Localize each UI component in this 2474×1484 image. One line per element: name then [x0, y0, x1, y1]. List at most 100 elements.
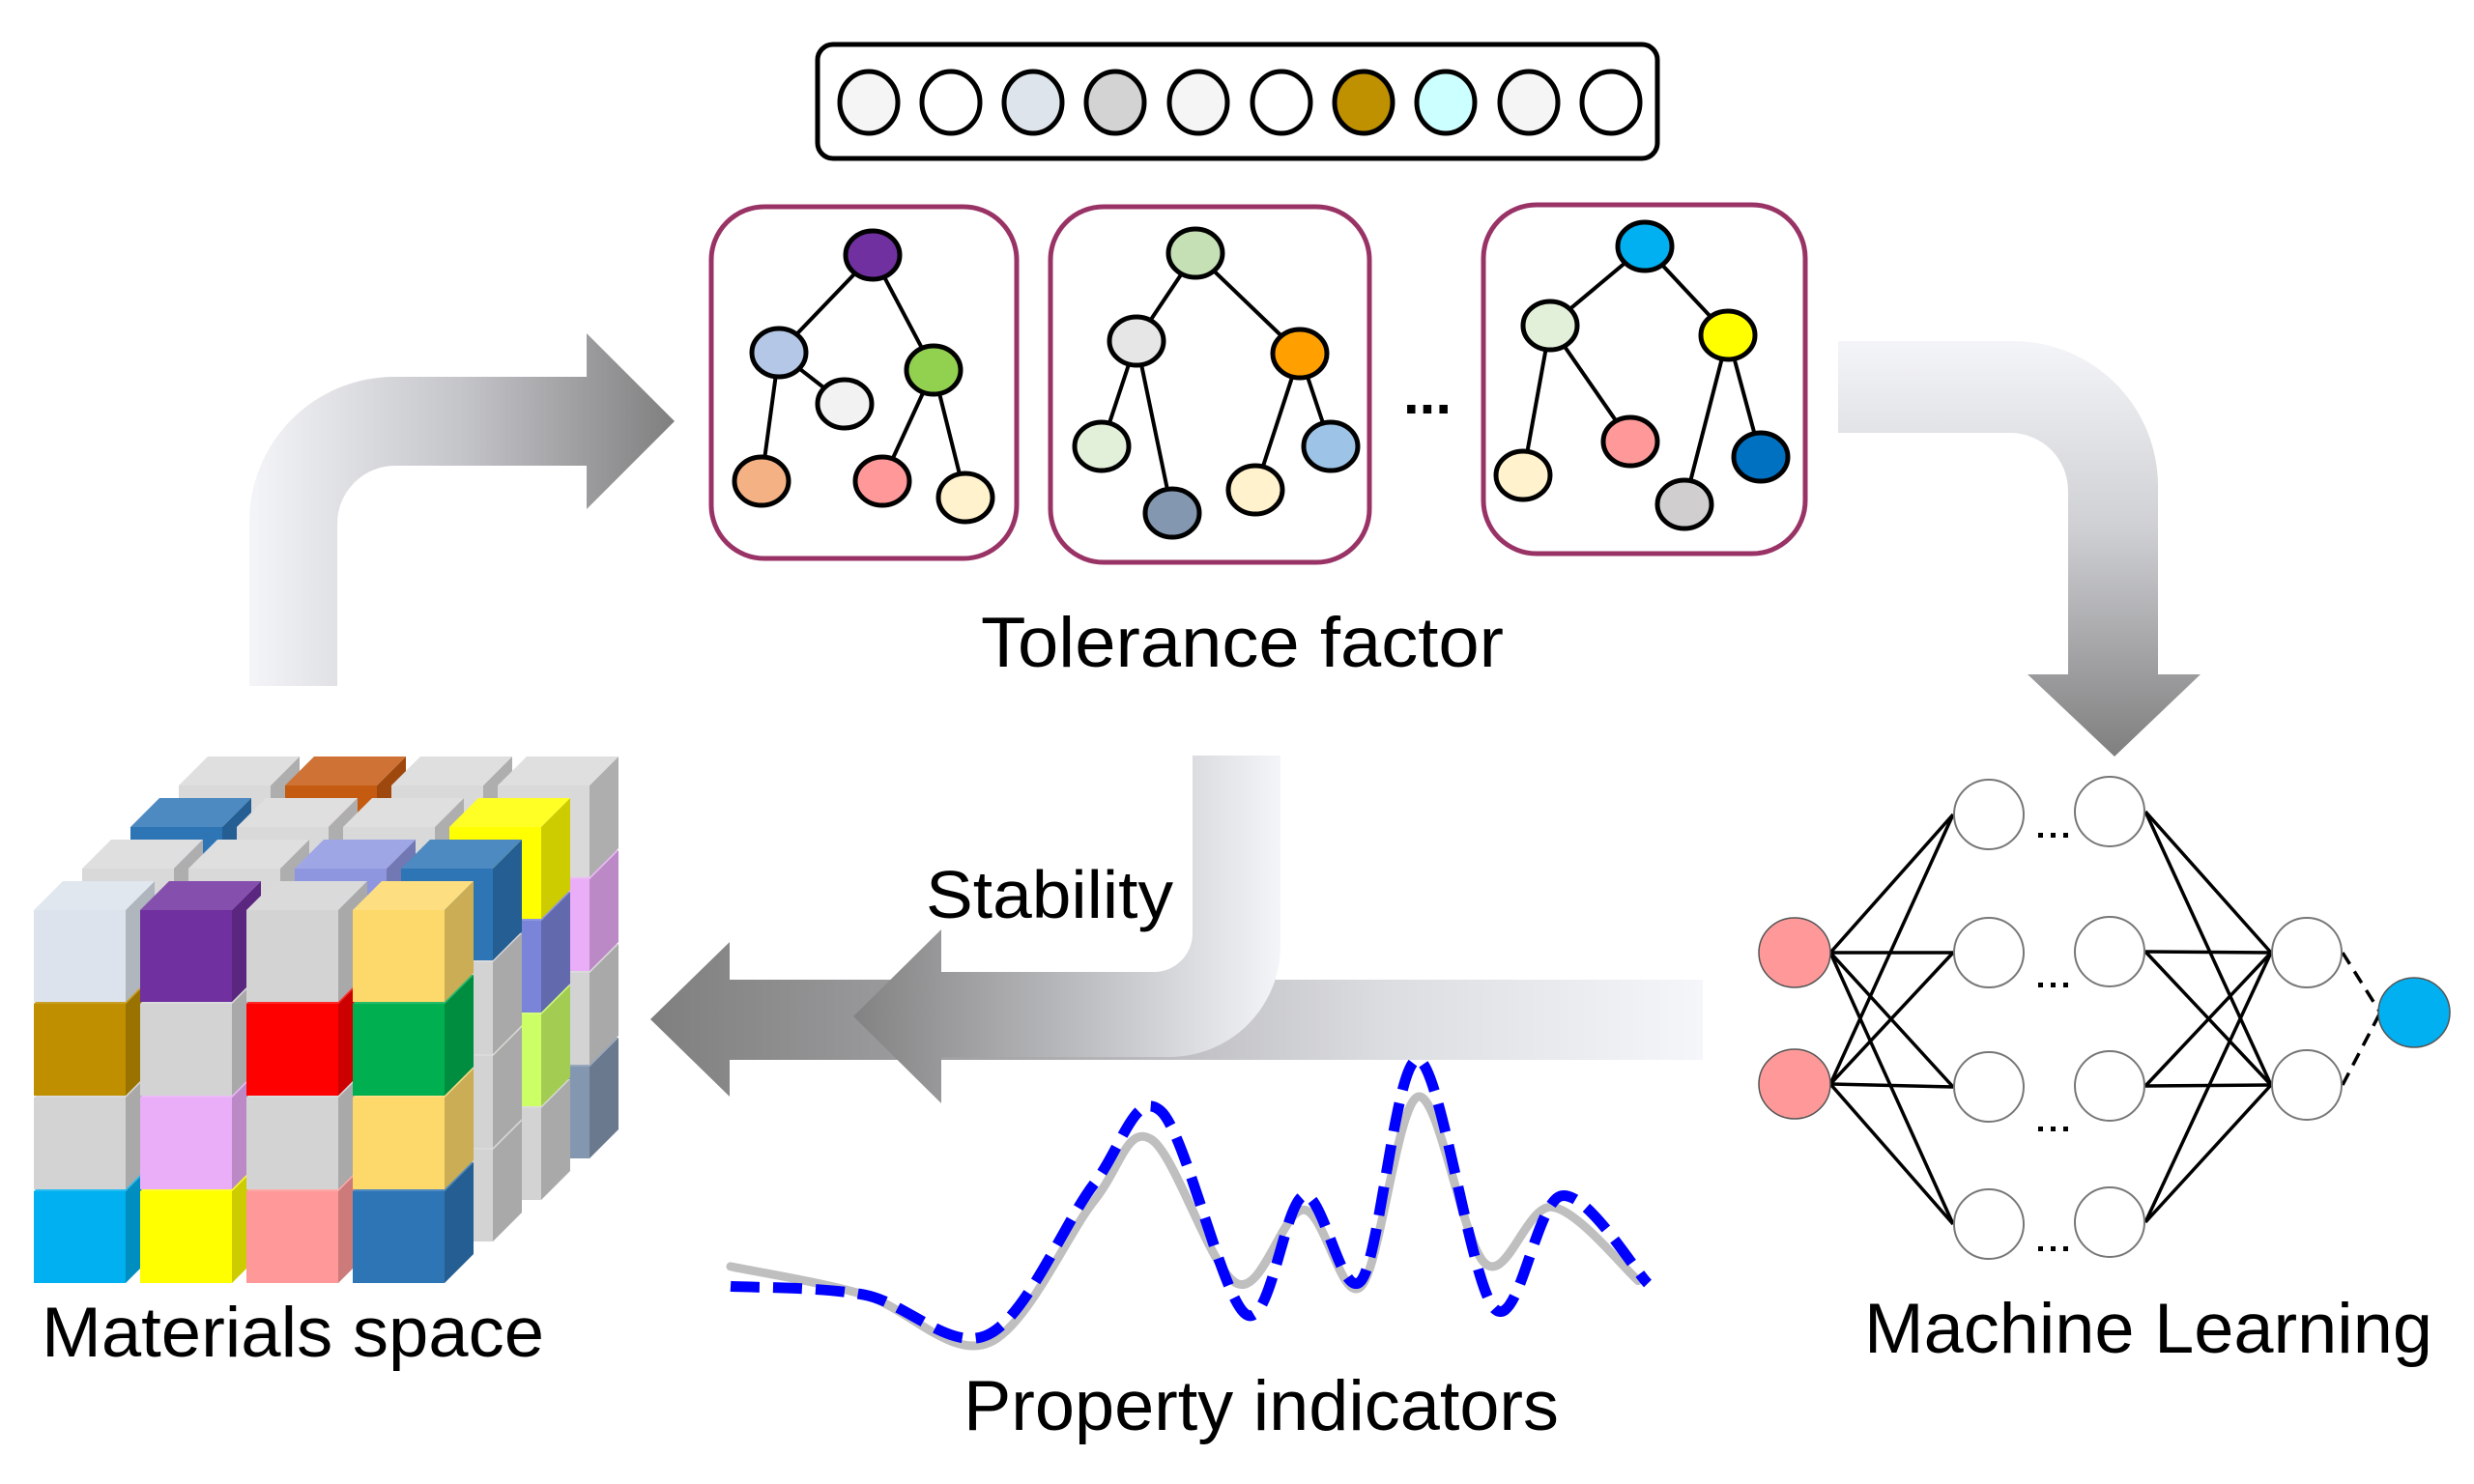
tree-node: [1698, 308, 1758, 362]
nn-ellipsis-dot: [2051, 983, 2056, 987]
cube-top-face: [246, 881, 367, 910]
nn-hidden-node: [2074, 916, 2145, 987]
tree-node: [1225, 463, 1285, 517]
arrow-to-tolerance-factor: [249, 333, 675, 686]
materials-space-cube: [34, 756, 618, 1283]
nn-connection: [2143, 951, 2273, 1088]
nn-ellipsis-dot: [2063, 833, 2068, 838]
tree-node: [749, 326, 809, 380]
feature-cell: [1579, 69, 1643, 136]
nn-ellipsis-dot: [2063, 1127, 2068, 1131]
tree-node: [1654, 477, 1714, 531]
nn-hidden-node: [2074, 776, 2145, 847]
cube-top-face: [130, 798, 251, 827]
nn-output-connection: [2341, 952, 2382, 1013]
nn-hidden-node: [2271, 1049, 2343, 1121]
tree-panel-1: [708, 204, 1020, 561]
cube-side-face: [493, 933, 522, 1054]
tree-node: [852, 454, 912, 508]
cube-front-face: [353, 1191, 445, 1283]
cube-side-face: [493, 1121, 522, 1241]
nn-connection: [2143, 811, 2273, 1086]
feature-cell: [1414, 69, 1478, 136]
cube-front-face: [140, 1004, 232, 1096]
nn-output-node: [2377, 977, 2451, 1048]
tree-node: [1107, 314, 1166, 368]
nn-connection: [1829, 1082, 1954, 1089]
materials-space-label: Materials space: [42, 1294, 544, 1372]
nn-ellipsis-dot: [2051, 833, 2056, 838]
nn-connection: [1828, 952, 1955, 1225]
cube-front-face: [34, 1191, 126, 1283]
feature-cell: [919, 69, 983, 136]
tree-box-2: [1048, 204, 1372, 565]
feature-cell: [1332, 69, 1395, 136]
tree-ellipsis: ...: [1403, 361, 1452, 426]
nn-output-connection: [2341, 1012, 2382, 1086]
nn-ellipsis-dot: [2051, 1127, 2056, 1131]
cube-front-face: [246, 1191, 338, 1283]
nn-connection: [1828, 1082, 1955, 1226]
cube-front-face: [353, 1098, 445, 1189]
tree-node: [1493, 448, 1553, 502]
cube-side-face: [541, 892, 570, 1013]
tree-node: [904, 343, 964, 397]
cube-top-face: [353, 881, 474, 910]
predicted-curve: [730, 1054, 1653, 1344]
feature-cell: [1497, 69, 1561, 136]
nn-ellipsis-dot: [2038, 983, 2043, 987]
feature-cell: [837, 69, 901, 136]
cube-side-face: [493, 1027, 522, 1148]
cube-front-face: [34, 1098, 126, 1189]
cube-top-face: [179, 756, 300, 785]
nn-ellipsis-dot: [2038, 833, 2043, 838]
arrow-stability: [853, 756, 1280, 1103]
material-cube: [353, 881, 474, 1002]
nn-input-node: [1758, 917, 1831, 988]
tree-edge: [1683, 334, 1730, 505]
nn-connection: [2143, 1083, 2273, 1224]
tree-node: [1072, 419, 1132, 473]
tree-node: [1165, 226, 1225, 280]
tree-node: [1520, 299, 1580, 353]
cube-top-face: [82, 840, 203, 869]
machine-learning-label: Machine Learning: [1864, 1290, 2432, 1368]
nn-ellipsis-dot: [2038, 1246, 2043, 1251]
cube-side-face: [445, 975, 474, 1096]
cube-side-face: [445, 1162, 474, 1283]
feature-cell: [1001, 69, 1065, 136]
material-cube: [34, 881, 155, 1002]
nn-connection: [1828, 951, 1955, 1086]
cube-top-face: [498, 756, 618, 785]
nn-connection: [1828, 813, 1955, 955]
tree-panel-2: [1048, 204, 1372, 565]
feature-cell: [1083, 69, 1147, 136]
cube-front-face: [353, 1004, 445, 1096]
nn-hidden-node: [1953, 1188, 2025, 1260]
nn-input-node: [1758, 1048, 1831, 1120]
tree-node: [1615, 219, 1675, 273]
nn-hidden-node: [1953, 917, 2025, 988]
tree-node: [815, 377, 875, 431]
property-indicator-curves: [726, 1054, 1653, 1351]
nn-hidden-node: [2074, 1050, 2145, 1122]
cube-top-face: [401, 840, 522, 869]
property-indicators-label: Property indicators: [964, 1367, 1559, 1445]
cube-side-face: [445, 881, 474, 1002]
cube-side-face: [541, 985, 570, 1106]
arrow-to-machine-learning: [1838, 341, 2201, 756]
cube-top-face: [391, 756, 512, 785]
tree-node: [732, 454, 791, 508]
tree-node: [1731, 430, 1791, 484]
cube-side-face: [590, 1038, 618, 1158]
nn-connection: [2143, 952, 2273, 1223]
feature-cell: [1250, 69, 1313, 136]
cube-front-face: [353, 910, 445, 1002]
tree-panel-3: [1481, 202, 1808, 556]
tree-node: [1600, 414, 1660, 469]
nn-connection: [2144, 950, 2272, 955]
tree-node: [1270, 327, 1330, 381]
cube-top-face: [188, 840, 309, 869]
cube-top-face: [295, 840, 416, 869]
